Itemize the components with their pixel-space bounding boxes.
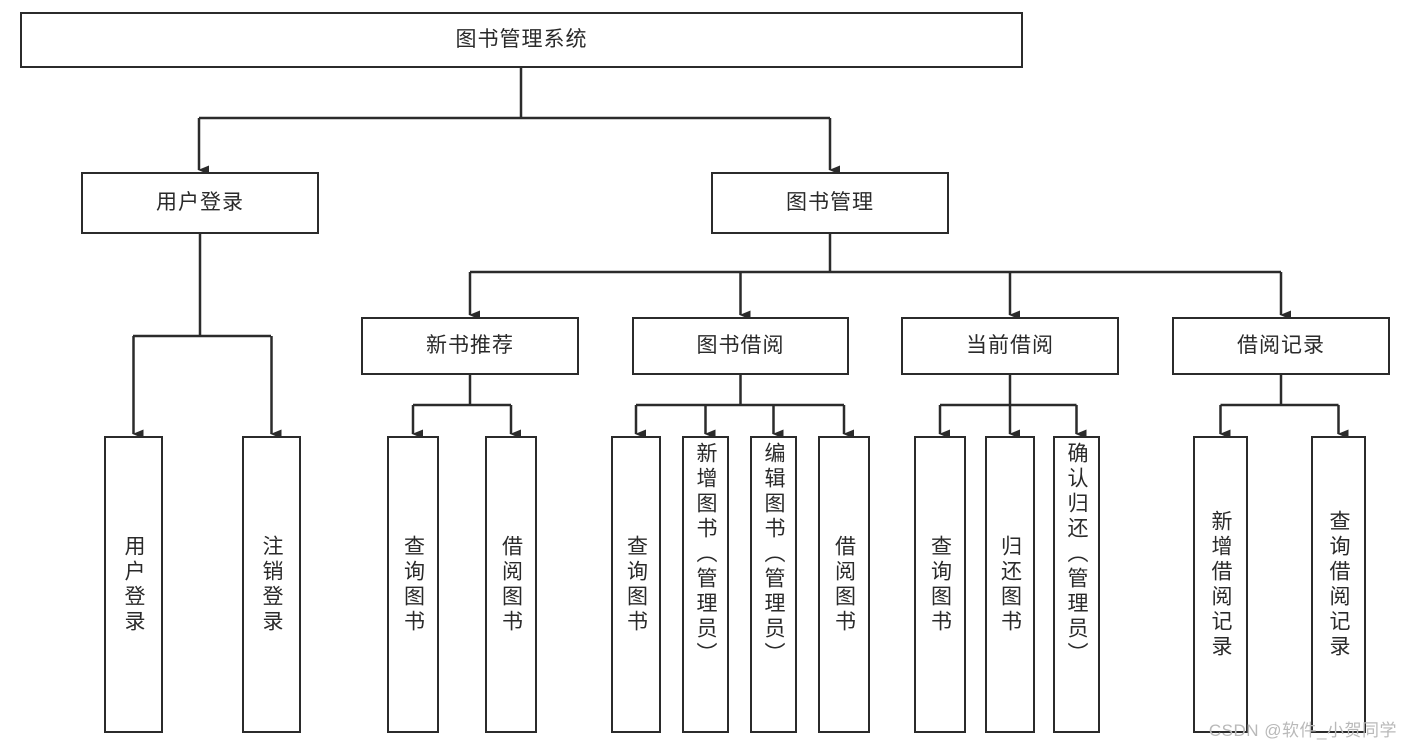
node-label-book-borrow: 图书借阅	[696, 334, 785, 358]
node-root[interactable]: 图书管理系统	[20, 12, 1023, 68]
node-label-leaf-add-borrow-record: 新增借阅记录	[1209, 509, 1232, 660]
node-borrow-record[interactable]: 借阅记录	[1172, 317, 1390, 375]
node-label-leaf-user-login: 用户登录	[122, 534, 145, 635]
node-leaf-add-book[interactable]: 新增图书（管理员）	[682, 436, 729, 733]
node-leaf-query-book-1[interactable]: 查询图书	[387, 436, 439, 733]
node-leaf-return-book[interactable]: 归还图书	[985, 436, 1035, 733]
node-book-borrow[interactable]: 图书借阅	[632, 317, 849, 375]
node-label-new-book-recommend: 新书推荐	[426, 334, 514, 358]
node-user-login[interactable]: 用户登录	[81, 172, 319, 234]
node-leaf-add-borrow-record[interactable]: 新增借阅记录	[1193, 436, 1248, 733]
node-label-root: 图书管理系统	[455, 28, 588, 52]
node-leaf-borrow-book-1[interactable]: 借阅图书	[485, 436, 537, 733]
node-label-leaf-borrow-book-2: 借阅图书	[832, 534, 856, 635]
node-new-book-recommend[interactable]: 新书推荐	[361, 317, 579, 375]
node-book-manage[interactable]: 图书管理	[711, 172, 949, 234]
node-label-leaf-query-book-1: 查询图书	[401, 534, 425, 635]
node-leaf-confirm-return[interactable]: 确认归还（管理员）	[1053, 436, 1100, 733]
node-label-leaf-borrow-book-1: 借阅图书	[499, 534, 523, 635]
node-leaf-query-book-3[interactable]: 查询图书	[914, 436, 966, 733]
node-label-borrow-record: 借阅记录	[1237, 334, 1325, 358]
node-label-leaf-logout: 注销登录	[260, 534, 283, 635]
node-leaf-edit-book[interactable]: 编辑图书（管理员）	[750, 436, 797, 733]
node-label-leaf-query-book-3: 查询图书	[928, 534, 952, 635]
node-label-leaf-query-borrow-record: 查询借阅记录	[1327, 509, 1350, 660]
node-label-leaf-add-book: 新增图书（管理员）	[694, 442, 717, 667]
node-leaf-query-borrow-record[interactable]: 查询借阅记录	[1311, 436, 1366, 733]
node-current-borrow[interactable]: 当前借阅	[901, 317, 1119, 375]
node-leaf-logout[interactable]: 注销登录	[242, 436, 301, 733]
node-leaf-user-login[interactable]: 用户登录	[104, 436, 163, 733]
node-label-leaf-query-book-2: 查询图书	[624, 534, 648, 635]
node-leaf-query-book-2[interactable]: 查询图书	[611, 436, 661, 733]
node-label-leaf-confirm-return: 确认归还（管理员）	[1065, 442, 1088, 667]
node-label-book-manage: 图书管理	[786, 191, 874, 215]
node-label-current-borrow: 当前借阅	[966, 334, 1054, 358]
node-leaf-borrow-book-2[interactable]: 借阅图书	[818, 436, 870, 733]
node-label-leaf-return-book: 归还图书	[998, 534, 1022, 635]
node-label-user-login: 用户登录	[156, 191, 244, 215]
node-label-leaf-edit-book: 编辑图书（管理员）	[762, 442, 785, 667]
